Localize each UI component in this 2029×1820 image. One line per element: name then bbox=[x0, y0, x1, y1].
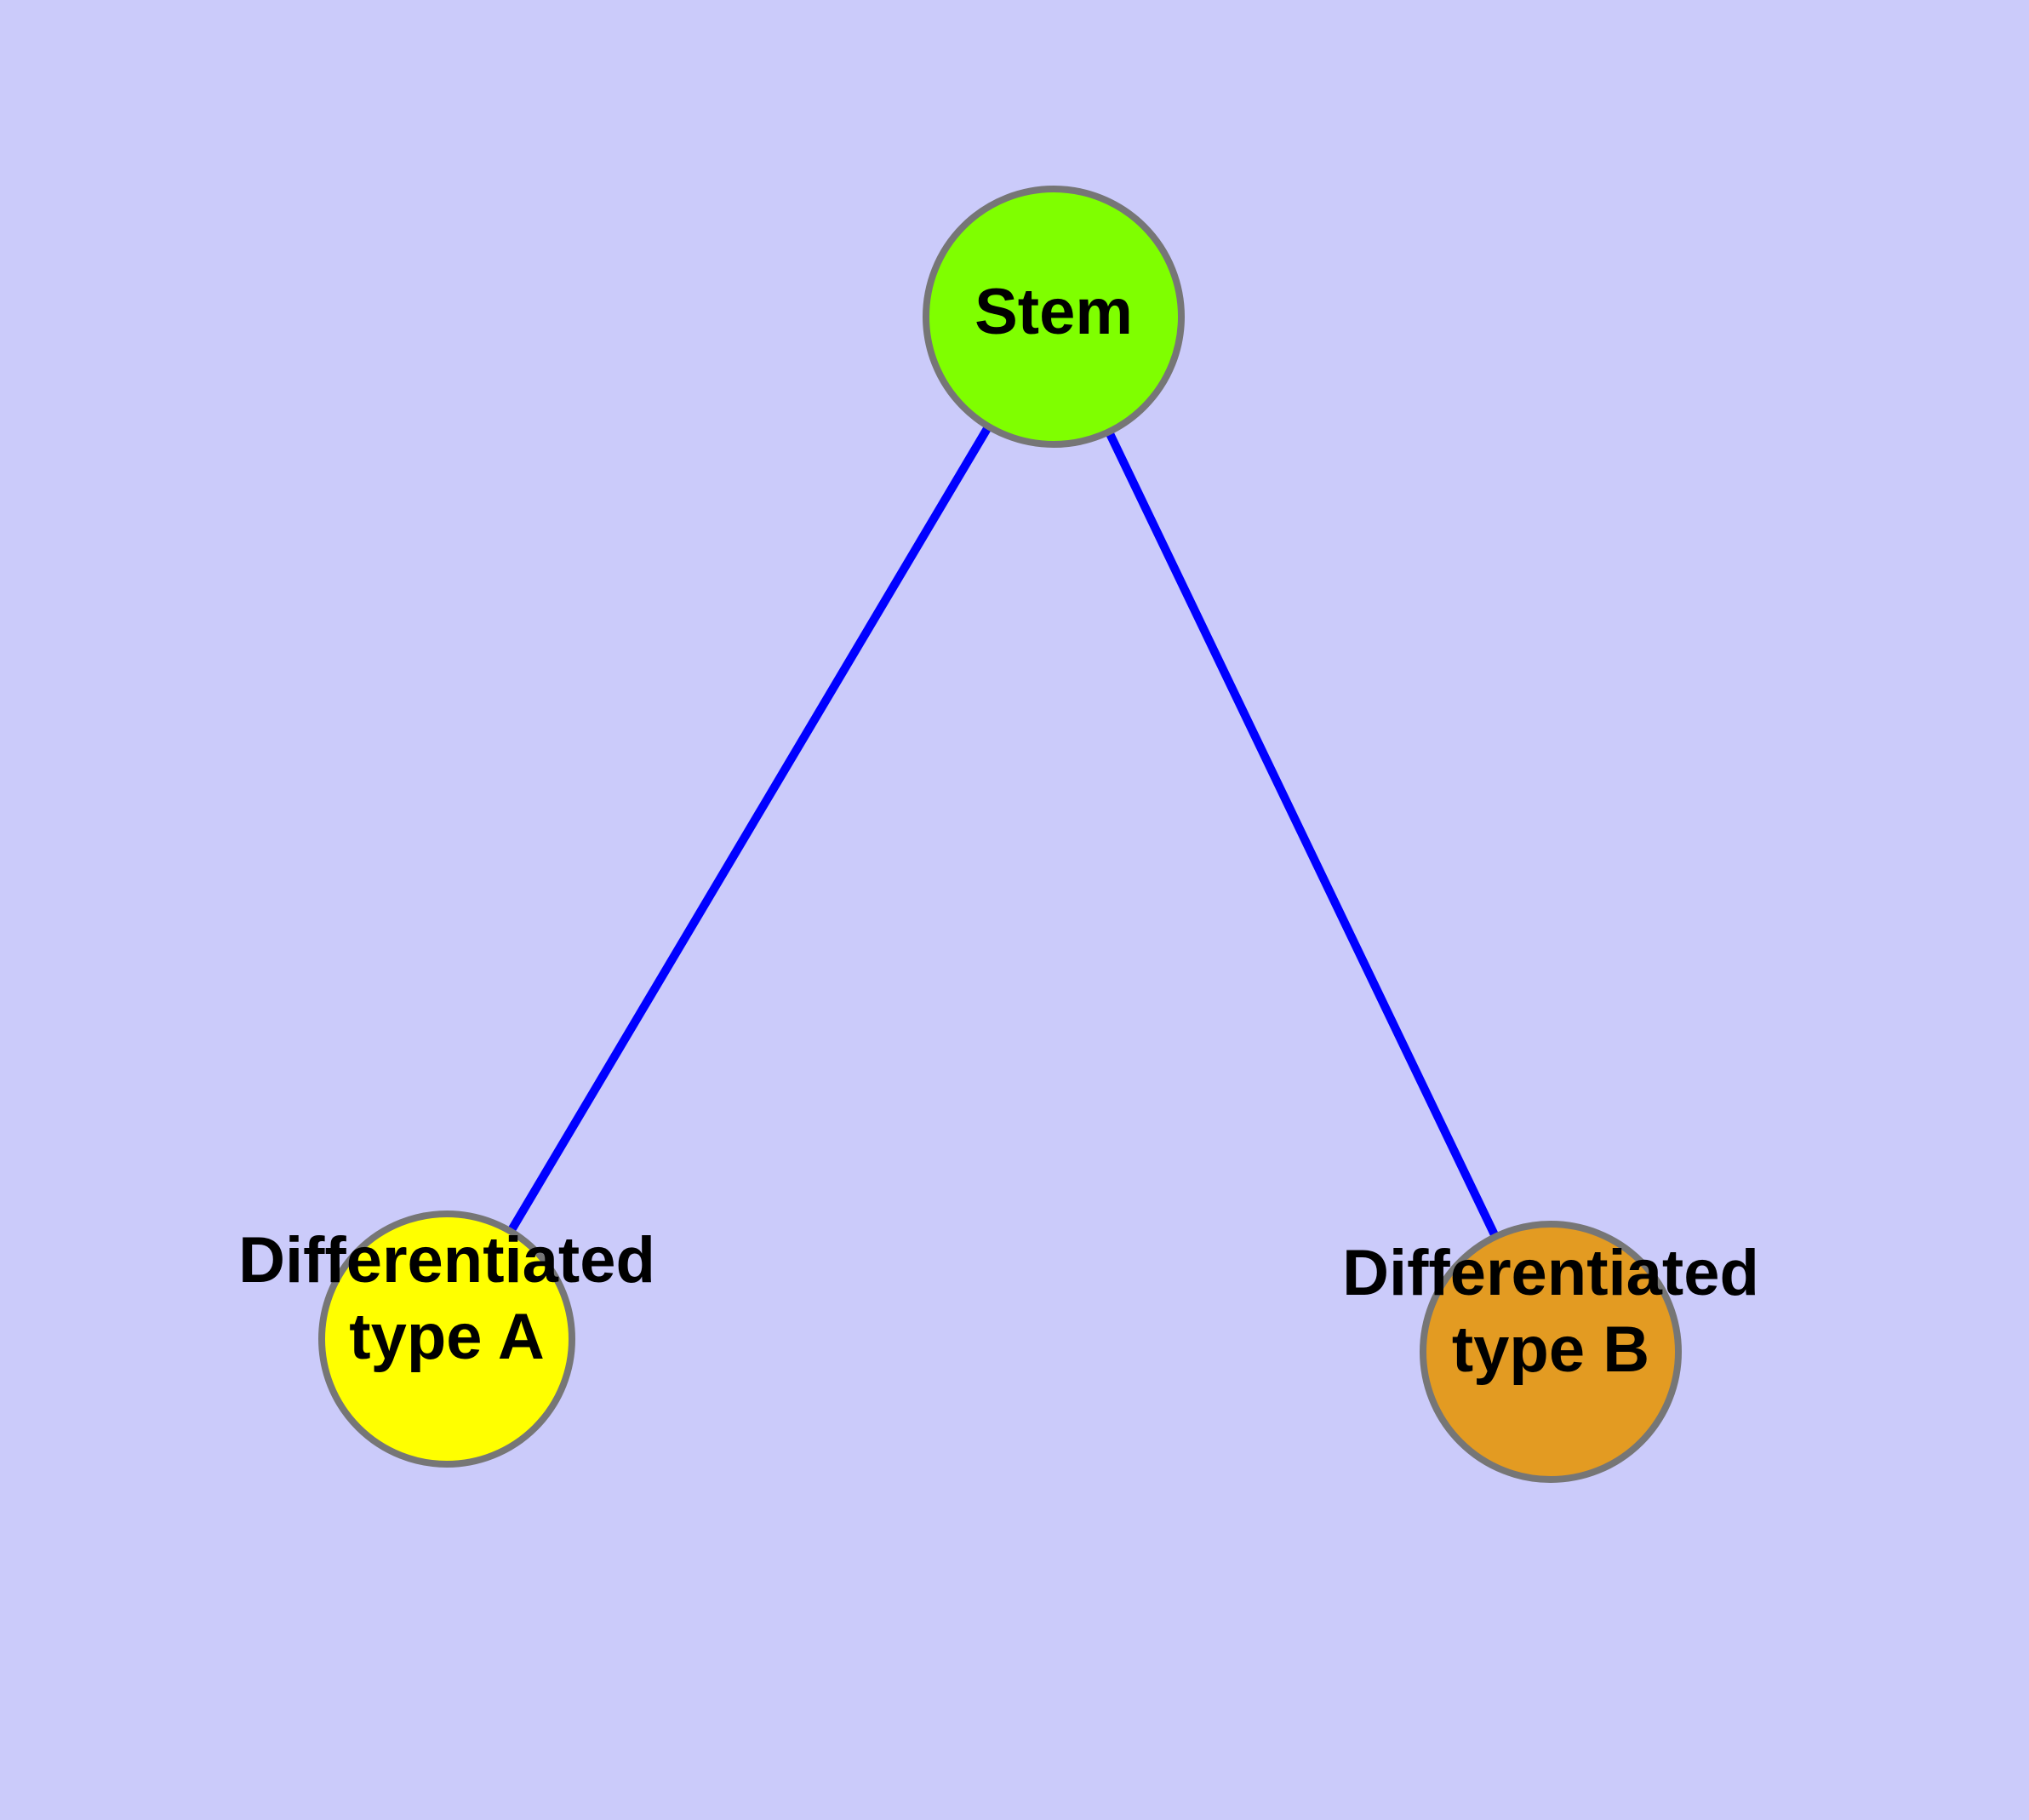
node-label-line: type A bbox=[349, 1301, 544, 1373]
node-diff-type-a[interactable] bbox=[318, 1210, 575, 1468]
edge-stem-to-a[interactable] bbox=[443, 314, 1058, 1342]
node-label-line: Stem bbox=[974, 276, 1133, 348]
nodes-layer bbox=[318, 186, 1682, 1483]
node-label-line: Differentiated bbox=[1342, 1237, 1759, 1309]
node-label-line: Differentiated bbox=[238, 1224, 655, 1296]
edges-layer bbox=[443, 314, 1555, 1354]
node-label-stem: Stem bbox=[974, 276, 1133, 348]
edge-stem-to-b[interactable] bbox=[1049, 314, 1555, 1354]
node-label-line: type B bbox=[1452, 1313, 1649, 1386]
node-stem[interactable] bbox=[923, 186, 1185, 448]
node-diff-type-b[interactable] bbox=[1420, 1221, 1682, 1483]
